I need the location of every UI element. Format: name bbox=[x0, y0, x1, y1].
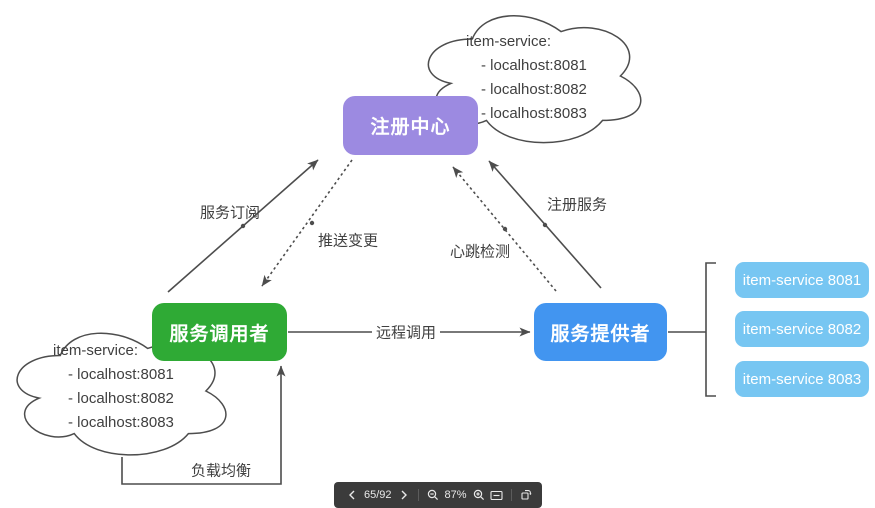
fit-screen-button[interactable] bbox=[488, 486, 506, 504]
edge-label-load-balance: 负载均衡 bbox=[190, 462, 252, 480]
edge-label-subscribe: 服务订阅 bbox=[199, 204, 261, 222]
zoom-out-icon bbox=[427, 489, 438, 501]
left-cloud-item: - localhost:8083 bbox=[68, 414, 174, 431]
top-cloud-item: - localhost:8083 bbox=[481, 105, 587, 122]
edge-push-update bbox=[261, 159, 353, 287]
rotate-icon bbox=[521, 490, 532, 500]
page-indicator: 65/92 bbox=[364, 489, 392, 501]
zoom-in-button[interactable] bbox=[470, 486, 488, 504]
provider-node: 服务提供者 bbox=[534, 303, 667, 361]
instance-box-8083: item-service 8083 bbox=[735, 361, 869, 397]
instance-box-8081: item-service 8081 bbox=[735, 262, 869, 298]
chevron-left-icon bbox=[349, 490, 355, 500]
top-cloud-item: - localhost:8081 bbox=[481, 57, 587, 74]
top-cloud-text: item-service: - localhost:8081 - localho… bbox=[466, 30, 587, 126]
left-cloud-item: - localhost:8081 bbox=[68, 366, 174, 383]
top-cloud-item: - localhost:8082 bbox=[481, 81, 587, 98]
toolbar-divider bbox=[510, 489, 512, 501]
top-cloud-title: item-service: bbox=[466, 33, 552, 50]
left-cloud-shape bbox=[17, 333, 226, 455]
edge-label-remote-call: 远程调用 bbox=[371, 321, 441, 343]
top-cloud-shape bbox=[428, 16, 640, 143]
edge-label-push-update: 推送变更 bbox=[317, 232, 379, 250]
edge-waypoint-dots bbox=[240, 220, 548, 232]
chevron-right-icon bbox=[401, 490, 407, 500]
fit-screen-icon bbox=[490, 490, 503, 500]
left-cloud-text: item-service: - localhost:8081 - localho… bbox=[53, 339, 174, 435]
edge-load-balance bbox=[121, 365, 286, 485]
left-cloud-title: item-service: bbox=[53, 342, 139, 359]
instances-bracket bbox=[668, 262, 716, 397]
zoom-in-icon bbox=[473, 489, 484, 501]
edge-heartbeat bbox=[452, 166, 557, 292]
next-page-button[interactable] bbox=[395, 486, 413, 504]
viewer-toolbar: 65/92 87% bbox=[334, 482, 542, 508]
instance-box-8082: item-service 8082 bbox=[735, 311, 869, 347]
edge-label-heartbeat: 心跳检测 bbox=[449, 243, 511, 261]
consumer-node: 服务调用者 bbox=[152, 303, 287, 361]
toolbar-divider bbox=[417, 489, 419, 501]
rotate-page-button[interactable] bbox=[517, 486, 535, 504]
edge-label-register: 注册服务 bbox=[546, 196, 608, 214]
registry-node: 注册中心 bbox=[343, 96, 478, 155]
prev-page-button[interactable] bbox=[343, 486, 361, 504]
zoom-level: 87% bbox=[444, 489, 467, 501]
zoom-out-button[interactable] bbox=[424, 486, 442, 504]
left-cloud-item: - localhost:8082 bbox=[68, 390, 174, 407]
